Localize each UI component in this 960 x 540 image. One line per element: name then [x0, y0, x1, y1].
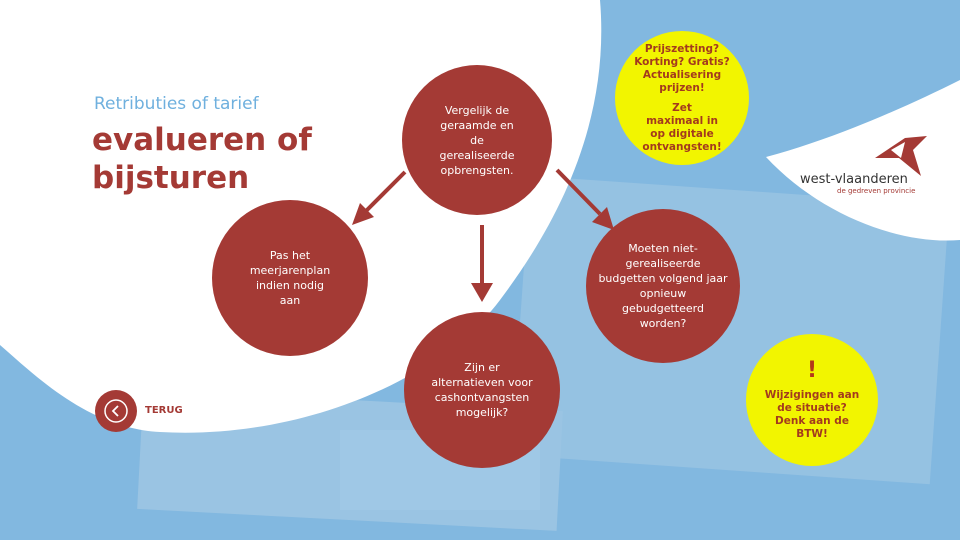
page-title: evalueren of bijsturen: [92, 122, 312, 196]
back-button[interactable]: [95, 390, 137, 432]
exclamation-icon: !: [806, 358, 818, 383]
step-compare-revenues: Vergelijk de geraamde en de gerealiseerd…: [402, 65, 552, 215]
page-subtitle: Retributies of tarief: [94, 94, 259, 114]
step-adjust-plan: Pas het meerjarenplan indien nodig aan: [212, 200, 368, 356]
back-label[interactable]: TERUG: [145, 405, 183, 416]
logo-name: west-vlaanderen: [800, 172, 908, 187]
logo-tagline: de gedreven provincie: [837, 187, 916, 195]
logo-icon: [875, 136, 927, 176]
tip-pricing: Prijszetting? Korting? Gratis? Actualise…: [615, 31, 749, 165]
step-alternatives: Zijn er alternatieven voor cashontvangst…: [404, 312, 560, 468]
step-rebudget: Moeten niet-gerealiseerde budgetten volg…: [586, 209, 740, 363]
tip-btw: ! Wijzigingen aan de situatie? Denk aan …: [746, 334, 878, 466]
arrow-to-left: [363, 170, 407, 214]
chevron-left-icon: [104, 399, 128, 423]
arrows: [352, 168, 614, 302]
white-wave-right: [766, 80, 960, 241]
arrow-to-right: [555, 168, 602, 216]
